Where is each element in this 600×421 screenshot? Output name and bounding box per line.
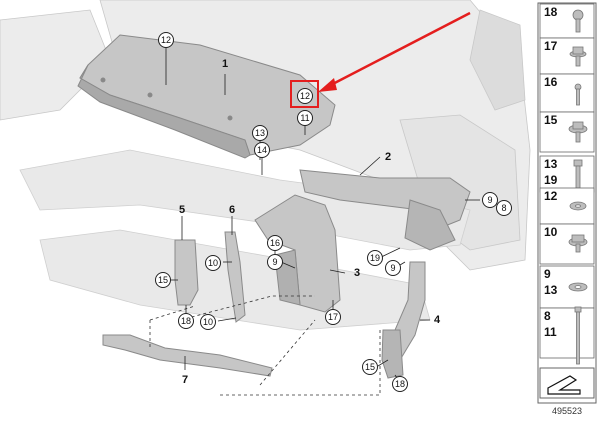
leader-lines [165,46,480,383]
nav-arrow-box[interactable] [539,367,595,399]
part-label-1: 1 [222,58,228,70]
callout-c17: 17 [325,309,341,325]
legend-row: 15 [539,111,595,153]
legend-label: 10 [544,225,558,239]
legend-label: 12 [544,189,558,203]
callout-c18a: 18 [178,313,194,329]
callout-number: 19 [370,253,380,263]
callout-number: 9 [272,257,277,267]
legend-row: 17 [539,37,595,75]
callout-number: 15 [365,362,375,372]
legend-label: 17 [544,39,558,53]
part-label-7: 7 [182,374,188,386]
diagram-id: 495523 [552,406,582,416]
part-label-5: 5 [179,204,185,216]
bolt-icon [572,9,584,33]
part-1-crossmember [77,34,336,159]
legend-label-secondary: 11 [544,325,557,339]
callout-c12b: 12 [297,88,313,104]
callout-c15a: 15 [155,272,171,288]
callout-c9c: 9 [385,260,401,276]
callout-c8a: 8 [496,200,512,216]
callout-c15b: 15 [362,359,378,375]
callout-number: 17 [328,312,338,322]
callout-c13: 13 [252,125,268,141]
callout-number: 16 [270,238,280,248]
legend-label: 15 [544,113,558,127]
hex-bolt-icon [568,234,588,253]
callout-c10a: 10 [205,255,221,271]
legend-label: 8 [544,309,551,323]
highlight-arrowhead-icon [318,78,337,92]
callout-number: 15 [158,275,168,285]
long-screw-icon [574,306,582,365]
highlight-indicator [290,11,471,108]
callout-number: 10 [203,317,213,327]
part-label-6: 6 [229,204,235,216]
callout-number: 14 [257,145,267,155]
legend-label: 18 [544,5,558,19]
callout-c19: 19 [367,250,383,266]
legend-row: 12 [539,187,595,225]
legend-row: 10 [539,223,595,265]
part-label-2: 2 [385,151,391,163]
part-2-bracket [299,169,471,251]
callout-c11: 11 [297,110,313,126]
highlight-box [290,80,319,108]
flat-washer-icon [568,282,588,292]
legend-label: 9 [544,267,551,281]
legend-label: 13 [544,157,558,171]
part-6-strut [224,231,246,323]
callout-c9a: 9 [482,192,498,208]
legend-row: 913 [539,265,595,309]
part-5-bracket [174,239,199,306]
flange-bolt-icon [568,121,588,143]
callout-number: 18 [395,379,405,389]
callout-c10b: 10 [200,314,216,330]
assembly-lines [149,295,381,396]
callout-number: 13 [255,128,265,138]
washer-icon [569,201,587,211]
callout-c9b: 9 [267,254,283,270]
part-7-crossbar [102,334,273,377]
callout-c14: 14 [254,142,270,158]
part-4-strut [381,261,426,379]
callout-number: 12 [300,91,310,101]
part-label-3: 3 [354,267,360,279]
highlight-arrow-icon [324,11,471,90]
callout-c18b: 18 [392,376,408,392]
legend-row: 18 [539,3,595,39]
part-label-4: 4 [434,314,441,326]
legend-row: 811 [539,306,595,365]
flange-nut-icon [569,46,587,67]
callout-number: 10 [208,258,218,268]
legend-row: 16 [539,73,595,113]
screw-icon [574,83,582,106]
callout-number: 8 [501,203,506,213]
callout-number: 9 [487,195,492,205]
legend-label-secondary: 19 [544,173,558,187]
callout-number: 18 [181,316,191,326]
legend-label-secondary: 13 [544,283,558,297]
callout-number: 9 [390,263,395,273]
legend-label: 16 [544,75,558,89]
callout-c16: 16 [267,235,283,251]
callout-number: 11 [300,113,309,123]
callout-c12a: 12 [158,32,174,48]
callout-number: 12 [161,35,171,45]
arrow-icon[interactable] [547,375,581,395]
